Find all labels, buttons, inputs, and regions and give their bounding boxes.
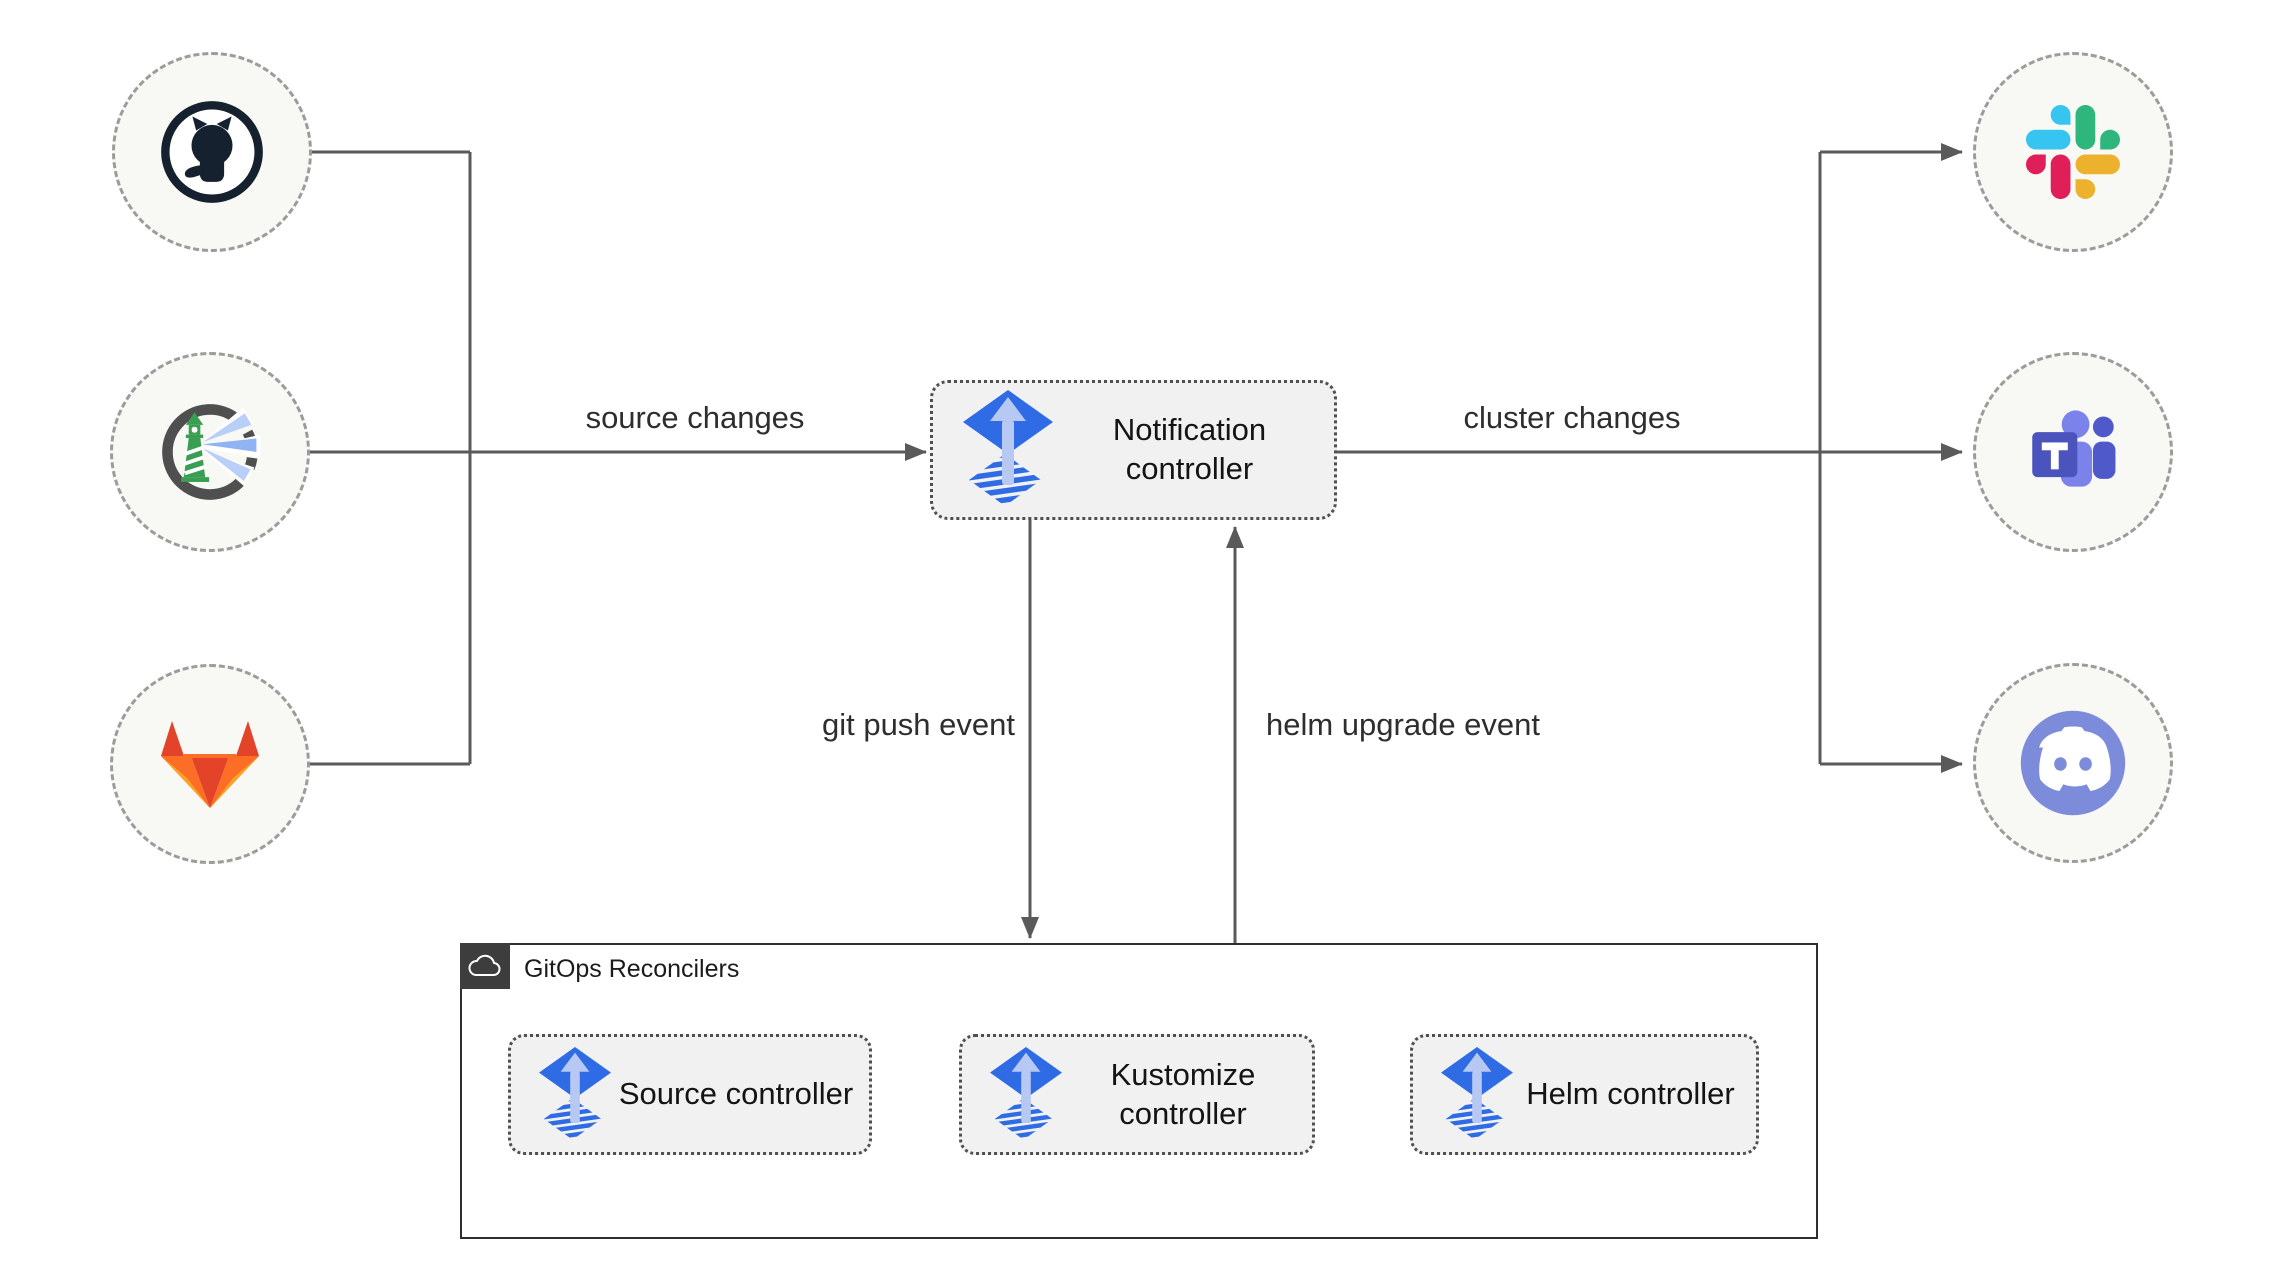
discord-icon [2020,710,2126,816]
kustomize-controller-box: Kustomize controller [959,1034,1315,1155]
source-controller-label: Source controller [618,1076,854,1112]
cloud-icon [468,954,501,976]
flux-icon [1441,1046,1513,1143]
kustomize-controller-label: Kustomize controller [1110,1056,1256,1131]
flux-icon [963,390,1053,510]
flux-icon [539,1046,611,1143]
github-icon [161,101,263,203]
target-node-teams [1973,352,2173,552]
source-node-github [112,52,312,252]
teams-icon [2032,410,2116,487]
gitlab-icon [161,721,259,808]
edge-label-helm-upgrade-event: helm upgrade event [1266,707,1541,742]
harbor-icon [162,404,261,500]
source-node-harbor [110,352,310,552]
target-node-discord [1973,663,2173,863]
target-node-slack [1973,52,2173,252]
flux-icon [990,1046,1062,1143]
gitops-reconcilers-group: GitOps Reconcilers [460,943,1818,1239]
notification-controller-box: Notification controller [930,380,1337,520]
source-controller-box: Source controller [508,1034,872,1155]
notification-controller-label: Notification controller [1112,412,1267,486]
edge-label-source-changes: source changes [585,400,805,435]
group-badge [460,943,510,989]
group-title: GitOps Reconcilers [524,955,740,983]
helm-controller-label: Helm controller [1526,1076,1735,1112]
slack-icon [2026,105,2120,199]
edge-label-cluster-changes: cluster changes [1463,400,1681,435]
source-node-gitlab [110,664,310,864]
edge-label-git-push-event: git push event [821,707,1015,742]
helm-controller-box: Helm controller [1410,1034,1759,1155]
